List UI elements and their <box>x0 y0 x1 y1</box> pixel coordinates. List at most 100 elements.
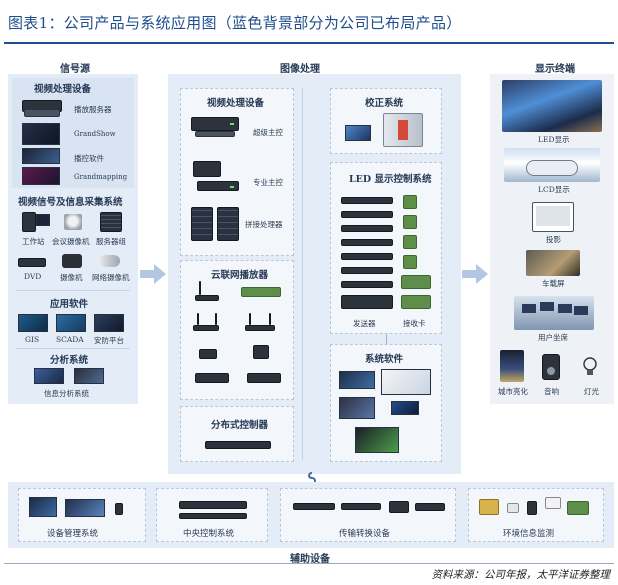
software-screen-3 <box>339 397 375 419</box>
label-camcorder: 摄像机 <box>60 272 83 283</box>
calibration-title: 校正系统 <box>365 95 403 109</box>
label-city-lighting: 城市亮化 <box>498 386 528 397</box>
label-grandshow: GrandShow <box>74 130 116 138</box>
distributed-controller-box: 分布式控制器 <box>180 406 294 462</box>
label-splicing-processor: 拼接处理器 <box>245 219 283 230</box>
label-security-platform: 安防平台 <box>94 335 124 346</box>
system-software-title: 系统软件 <box>365 351 403 365</box>
label-device-management: 设备管理系统 <box>47 527 98 539</box>
calibration-machine <box>383 113 423 147</box>
figure-header: 图表1：公司产品与系统应用图（蓝色背景部分为公司已布局产品） <box>0 0 618 44</box>
image-processing-panel: 视频处理设备 超级主控 专业主控 拼接处理器 云联网播放器 分布式控制器 <box>168 74 461 474</box>
central-control-device-1 <box>179 501 247 509</box>
label-receiver-card: 接收卡 <box>403 318 426 329</box>
receiver-card-5 <box>401 275 431 289</box>
label-sender: 发送器 <box>353 318 376 329</box>
distributed-controller-device <box>205 441 271 449</box>
proc-video-devices-title: 视频处理设备 <box>207 95 264 109</box>
title-rule <box>4 42 614 44</box>
network-camera-icon <box>100 255 120 267</box>
device-mgmt-panel <box>65 499 105 517</box>
dvd-player-icon <box>18 258 46 267</box>
pro-master-device-2 <box>197 181 239 191</box>
sender-unit-5 <box>341 253 393 260</box>
transmission-device-4 <box>415 503 445 511</box>
receiver-card-1 <box>403 195 417 209</box>
projection-screen-photo <box>532 202 574 232</box>
env-sensor-board <box>479 499 499 515</box>
play-control-software-screen <box>22 148 60 164</box>
grandmapping-screen <box>22 167 60 185</box>
device-mgmt-phone <box>115 503 123 515</box>
receiver-card-4 <box>403 255 417 269</box>
scada-screen <box>56 314 86 332</box>
analysis-system-title: 分析系统 <box>50 352 88 366</box>
label-user-seat: 用户坐席 <box>538 332 568 343</box>
software-connector <box>386 334 387 344</box>
display-terminal-panel: LED显示 LCD显示 投影 车载屏 用户坐席 城市亮化 音响 灯光 <box>490 74 614 404</box>
device-mgmt-screen <box>29 497 57 517</box>
label-play-server: 播放服务器 <box>74 104 112 115</box>
device-management-box: 设备管理系统 <box>18 488 146 542</box>
sender-unit-1 <box>341 197 393 204</box>
splicing-processor-1 <box>191 207 213 241</box>
router-2-icon <box>193 325 219 331</box>
system-software-box: 系统软件 <box>330 344 442 462</box>
server-group-icon <box>100 212 122 232</box>
label-environment-monitor: 环境信息监测 <box>503 527 554 539</box>
transmission-device-1 <box>293 503 335 510</box>
software-screen-2 <box>381 369 431 395</box>
label-info-analysis: 信息分析系统 <box>44 388 89 399</box>
sender-unit-8 <box>341 295 393 309</box>
label-dvd: DVD <box>24 272 41 281</box>
router-1-antenna-icon <box>199 281 201 295</box>
router-3-icon <box>245 325 275 331</box>
footer-rule <box>4 563 614 564</box>
figure-title: 图表1：公司产品与系统应用图（蓝色背景部分为公司已布局产品） <box>8 12 462 33</box>
receiver-card-3 <box>403 235 417 249</box>
label-scada: SCADA <box>56 335 84 344</box>
signal-source-panel: 视频处理设备 播放服务器 GrandShow 播控软件 Grandmapping… <box>8 74 138 404</box>
central-control-device-2 <box>179 513 247 519</box>
player-board-icon <box>241 287 281 297</box>
sender-unit-4 <box>341 239 393 246</box>
security-platform-screen <box>94 314 124 332</box>
label-lighting: 灯光 <box>584 386 599 397</box>
super-master-base <box>195 131 235 137</box>
label-conference-camera: 会议摄像机 <box>52 236 90 247</box>
workstation-monitor <box>36 214 50 226</box>
cloud-player-title: 云联网播放器 <box>211 267 268 281</box>
label-pro-master: 专业主控 <box>253 177 283 188</box>
signal-divider-1 <box>16 290 130 291</box>
gis-screen <box>18 314 48 332</box>
analysis-screen-2 <box>74 368 104 384</box>
column-title-image-processing: 图像处理 <box>260 60 340 75</box>
calibration-box: 校正系统 <box>330 88 442 154</box>
label-server-group: 服务器组 <box>96 236 126 247</box>
router-1-icon <box>195 295 219 301</box>
distributed-controller-title: 分布式控制器 <box>211 417 268 431</box>
label-led-display: LED显示 <box>538 134 569 145</box>
label-projection: 投影 <box>546 234 561 245</box>
sender-unit-2 <box>341 211 393 218</box>
analysis-screen-1 <box>34 368 64 384</box>
label-grandmapping: Grandmapping <box>74 173 127 181</box>
column-title-display-terminal: 显示终端 <box>520 60 590 75</box>
sender-unit-6 <box>341 267 393 274</box>
player-box-2-icon <box>253 345 269 359</box>
router-2-antenna-b-icon <box>215 313 217 325</box>
player-box-3-icon <box>195 373 229 383</box>
software-screen-1 <box>339 371 375 389</box>
led-control-box: LED 显示控制系统 发送器 接收卡 <box>330 162 442 334</box>
pro-master-device-1 <box>193 161 221 177</box>
super-master-device <box>191 117 239 131</box>
conference-camera-icon <box>64 214 82 230</box>
label-central-control: 中央控制系统 <box>183 527 234 539</box>
player-box-4-icon <box>247 373 281 383</box>
label-workstation: 工作站 <box>22 236 45 247</box>
label-gis: GIS <box>25 335 39 344</box>
environment-monitor-box: 环境信息监测 <box>468 488 604 542</box>
calibration-laptop <box>345 125 371 141</box>
transmission-device-2 <box>341 503 381 510</box>
player-box-1-icon <box>199 349 217 359</box>
